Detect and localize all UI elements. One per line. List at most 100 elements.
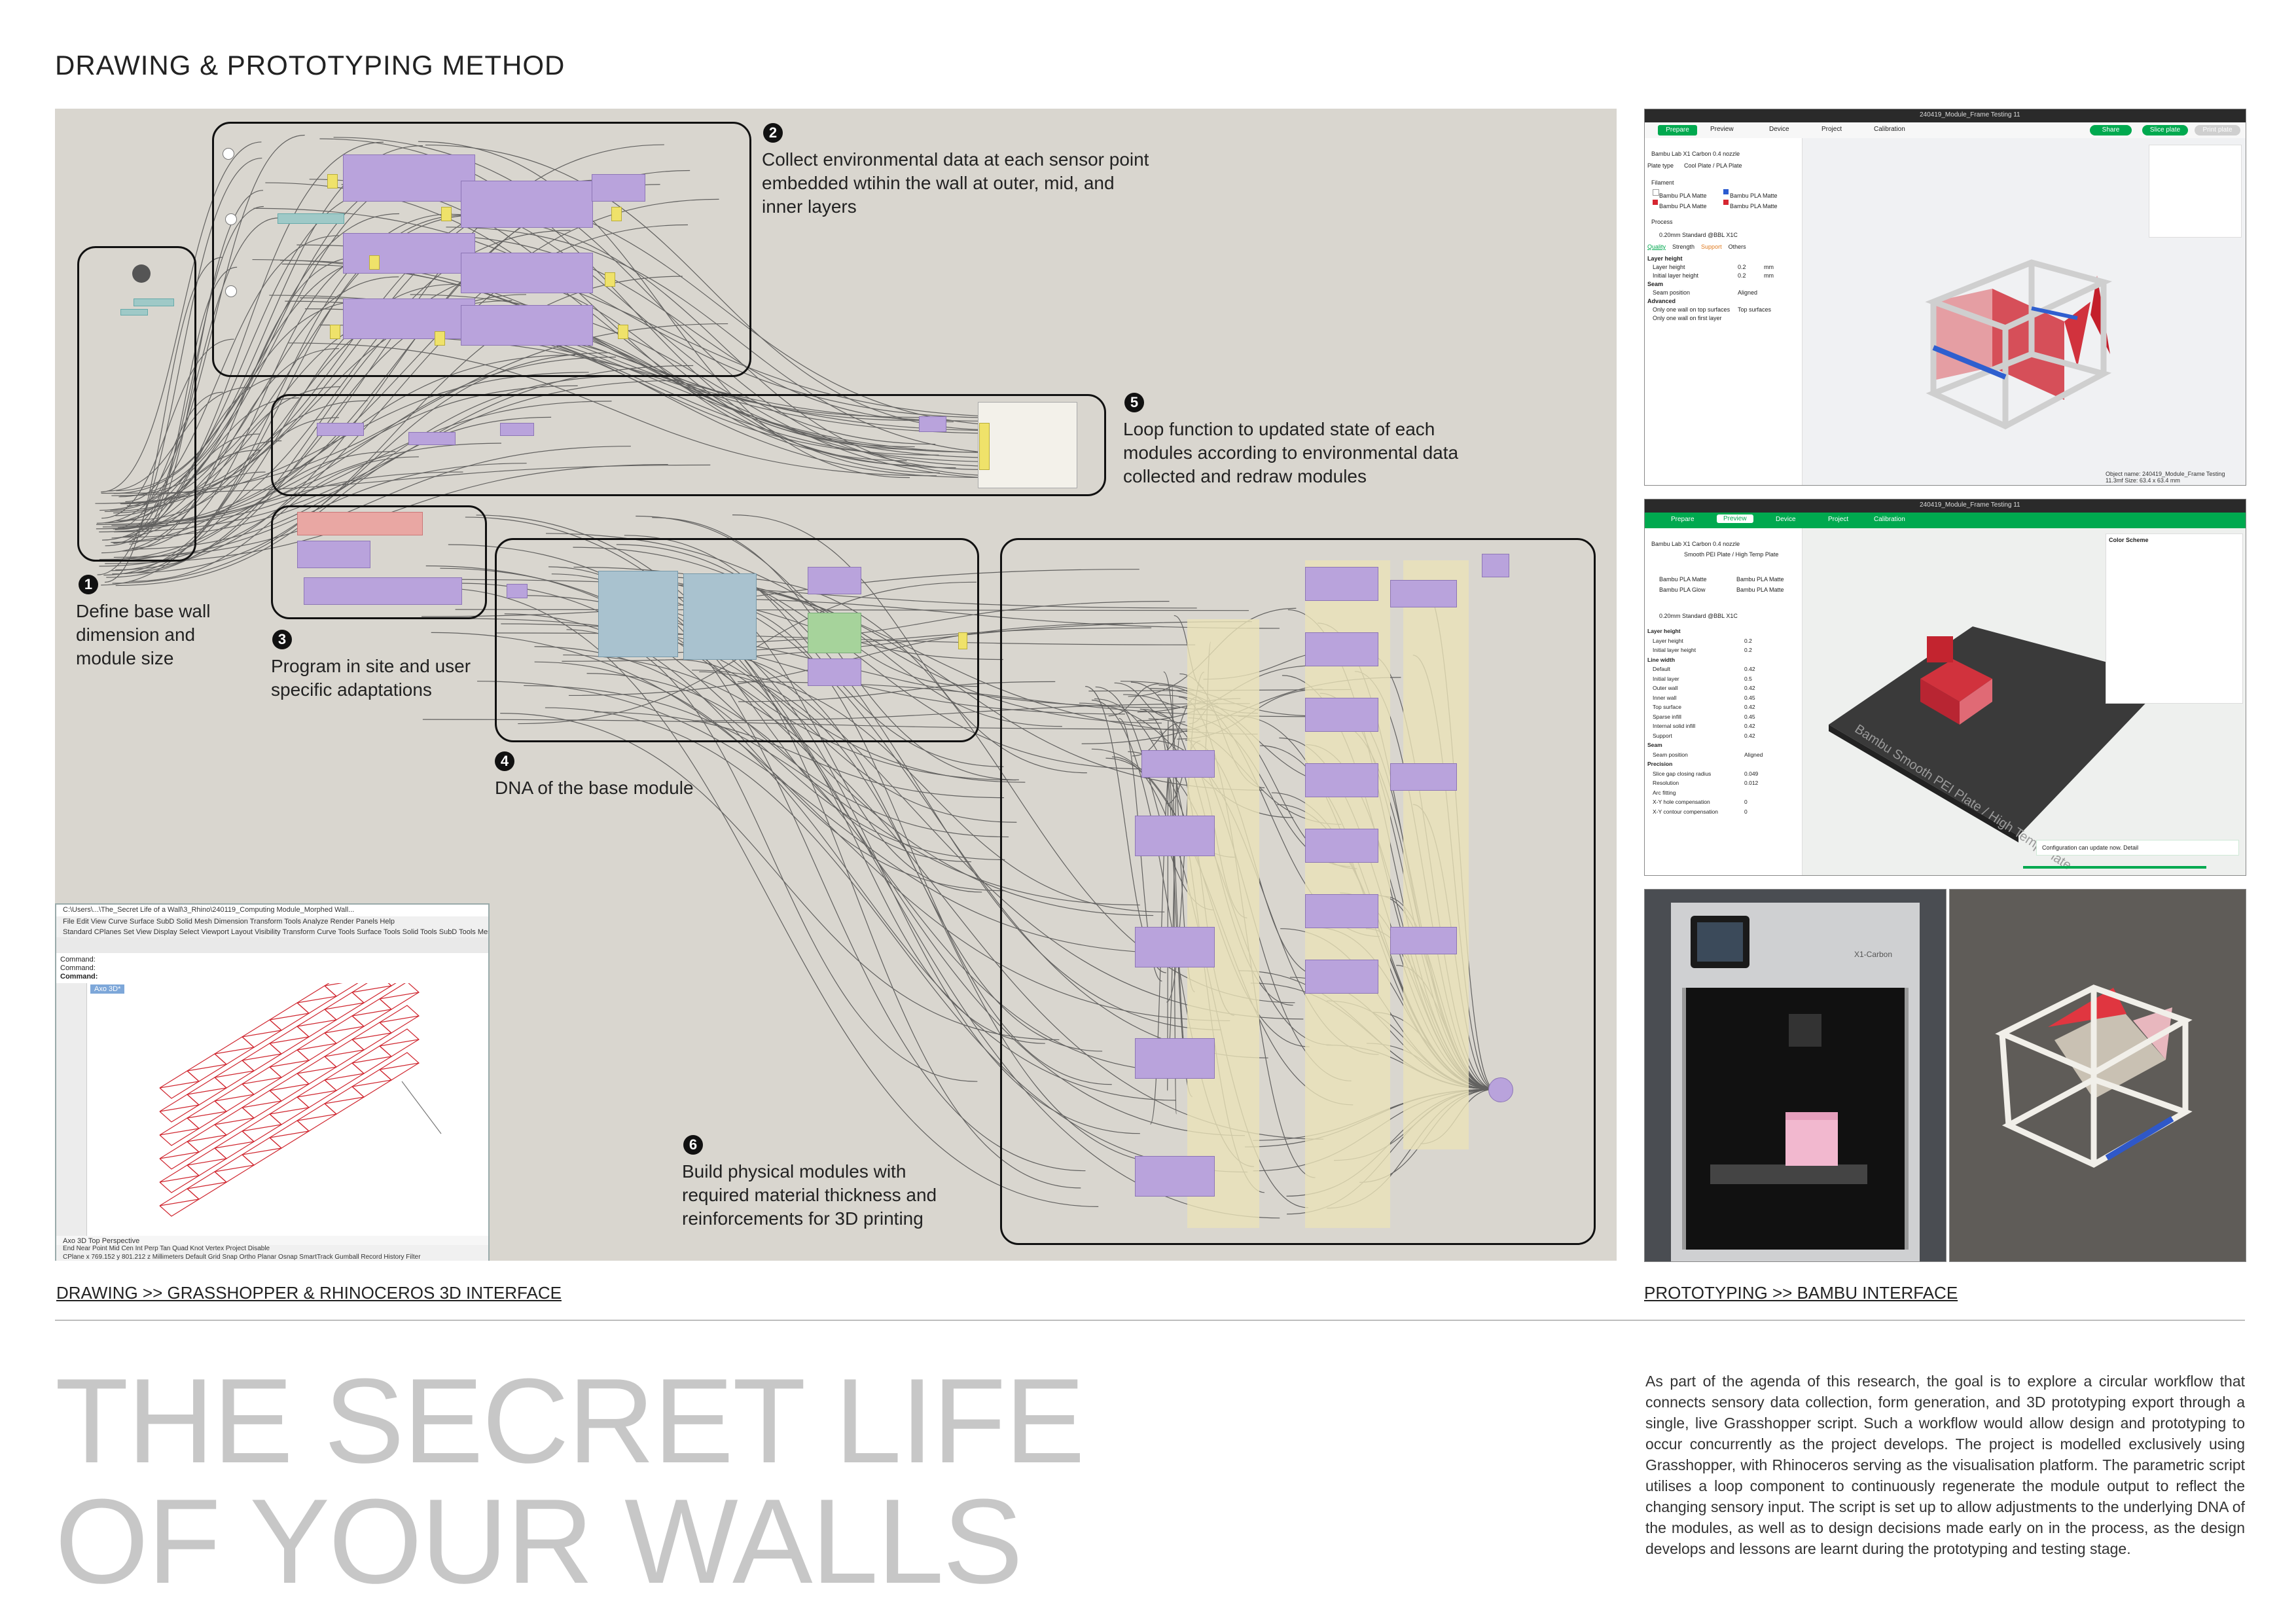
setting-row[interactable]: Arc fitting <box>1647 788 1798 798</box>
gh-cluster[interactable] <box>1390 763 1457 791</box>
plate-type-select[interactable]: Cool Plate / PLA Plate <box>1684 162 1742 169</box>
bambu-settings-sidebar[interactable]: Bambu Lab X1 Carbon 0.4 nozzle Plate typ… <box>1645 138 1803 485</box>
gh-panel[interactable] <box>327 174 338 189</box>
gh-panel[interactable] <box>369 255 380 270</box>
gh-cluster[interactable] <box>1305 763 1378 797</box>
setting-value[interactable]: 0.2 <box>1738 272 1746 279</box>
object-panel[interactable] <box>2149 145 2242 238</box>
filament-3[interactable]: Bambu PLA Glow <box>1659 586 1706 593</box>
setting-value[interactable]: 0.45 <box>1744 713 1755 720</box>
printer-select[interactable]: Bambu Lab X1 Carbon 0.4 nozzle <box>1651 541 1740 547</box>
gh-panel[interactable] <box>330 325 340 339</box>
bambu-tab-bar[interactable]: Prepare Preview Device Project Calibrati… <box>1645 513 2246 528</box>
tab-device[interactable]: Device <box>1769 126 1789 133</box>
gh-component[interactable] <box>120 309 148 316</box>
gh-cluster[interactable] <box>1390 927 1457 954</box>
filament-4[interactable]: Bambu PLA Matte <box>1736 586 1784 593</box>
bambu-window-preview[interactable]: 240419_Module_Frame Testing 11 Prepare P… <box>1644 499 2246 876</box>
gh-panel[interactable] <box>435 331 445 346</box>
process-profile[interactable]: 0.20mm Standard @BBL X1C <box>1659 613 1738 619</box>
bambu-window-prepare[interactable]: 240419_Module_Frame Testing 11 Prepare P… <box>1644 109 2246 486</box>
gh-component[interactable] <box>919 416 946 432</box>
gh-param[interactable] <box>223 148 234 160</box>
setting-value[interactable]: Aligned <box>1744 751 1763 758</box>
gh-component[interactable] <box>278 213 344 224</box>
rhino-toolbar-tabs[interactable]: Standard CPlanes Set View Display Select… <box>56 927 488 938</box>
quality-tabs[interactable]: Quality Strength Support Others <box>1647 243 1746 251</box>
gh-cluster[interactable] <box>1135 1038 1215 1079</box>
rhino-menu-bar[interactable]: File Edit View Curve Surface SubD Solid … <box>56 916 488 928</box>
rhino-left-toolbar[interactable] <box>56 983 87 1236</box>
setting-value[interactable]: 0.42 <box>1744 704 1755 710</box>
gh-cluster[interactable] <box>343 233 475 274</box>
gh-cluster[interactable] <box>461 305 593 346</box>
filament-1[interactable]: Bambu PLA Matte <box>1659 192 1707 199</box>
update-notification[interactable]: Configuration can update now. Detail <box>2036 840 2239 856</box>
gh-cluster[interactable] <box>1305 960 1378 994</box>
bambu-3d-viewport[interactable]: Bambu Smooth PEI Plate / High Temp Plate… <box>1803 528 2246 875</box>
tab-prepare[interactable]: Prepare <box>1671 516 1695 523</box>
gh-component[interactable] <box>500 423 534 436</box>
tab-strength[interactable]: Strength <box>1672 244 1695 250</box>
gh-cluster[interactable] <box>1135 816 1215 856</box>
setting-row[interactable]: Only one wall on first layer <box>1647 314 1798 323</box>
tab-calibration[interactable]: Calibration <box>1874 126 1905 133</box>
setting-value[interactable]: 0 <box>1744 799 1748 805</box>
filament-2[interactable]: Bambu PLA Matte <box>1736 576 1784 583</box>
gh-cluster-adaptations[interactable] <box>297 512 423 535</box>
gh-cluster[interactable] <box>808 659 861 686</box>
gh-cluster[interactable] <box>461 181 593 228</box>
gh-cluster[interactable] <box>1305 698 1378 732</box>
gh-cluster[interactable] <box>1305 894 1378 928</box>
gh-component[interactable] <box>592 174 645 202</box>
setting-value[interactable]: 0.42 <box>1744 723 1755 729</box>
tab-device[interactable]: Device <box>1776 516 1796 523</box>
gh-component[interactable] <box>134 298 174 306</box>
gh-component[interactable] <box>1482 554 1509 577</box>
setting-value[interactable]: 0.2 <box>1738 264 1746 270</box>
gh-cluster[interactable] <box>461 253 593 293</box>
tab-prepare[interactable]: Prepare <box>1658 125 1697 135</box>
setting-value[interactable]: 0.42 <box>1744 685 1755 691</box>
setting-value[interactable]: 0.049 <box>1744 770 1759 777</box>
rhino-window[interactable]: C:\Users\...\The_Secret Life of a Wall\3… <box>55 903 490 1261</box>
layer-slider[interactable] <box>2023 866 2206 869</box>
bambu-tab-bar[interactable]: Prepare Preview Device Project Calibrati… <box>1645 122 2246 139</box>
plate-type-select[interactable]: Smooth PEI Plate / High Temp Plate <box>1684 551 1779 558</box>
tab-preview[interactable]: Preview <box>1717 514 1753 523</box>
gh-cluster[interactable] <box>808 613 861 653</box>
grasshopper-canvas[interactable]: 1 Define base wall dimension and module … <box>55 109 1617 1261</box>
gh-cluster[interactable] <box>1305 829 1378 863</box>
gh-cluster[interactable] <box>1390 580 1457 607</box>
gh-merge-node[interactable] <box>1488 1077 1513 1102</box>
filament-1[interactable]: Bambu PLA Matte <box>1659 576 1707 583</box>
tab-others[interactable]: Others <box>1728 244 1746 250</box>
gh-cluster[interactable] <box>1141 750 1215 778</box>
setting-value[interactable]: 0.45 <box>1744 694 1755 701</box>
gh-cluster[interactable] <box>808 567 861 594</box>
tab-quality[interactable]: Quality <box>1647 244 1666 250</box>
gh-panel[interactable] <box>611 207 622 221</box>
tab-support[interactable]: Support <box>1701 244 1722 250</box>
tab-project[interactable]: Project <box>1828 516 1849 523</box>
rhino-viewport-tabs[interactable]: Axo 3D Top Perspective <box>56 1236 488 1246</box>
print-plate-button[interactable]: Print plate <box>2195 125 2240 135</box>
filament-4[interactable]: Bambu PLA Matte <box>1730 203 1778 209</box>
setting-value[interactable]: 0.2 <box>1744 647 1752 653</box>
setting-value[interactable]: 0.012 <box>1744 780 1759 786</box>
command-prompt[interactable]: Command: <box>60 973 98 981</box>
gh-panel[interactable] <box>441 207 452 221</box>
gh-cluster[interactable] <box>304 577 462 605</box>
